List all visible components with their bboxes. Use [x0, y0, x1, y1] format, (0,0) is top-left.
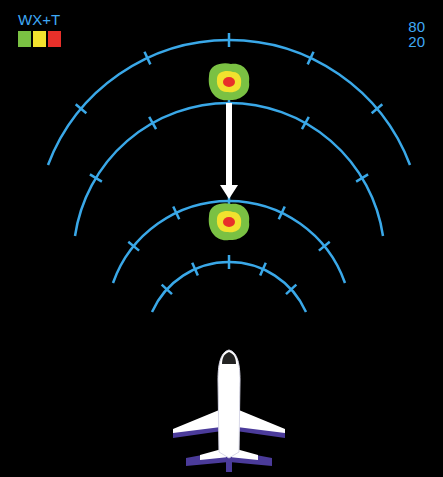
range-tick [228, 255, 231, 269]
range-tick [192, 263, 198, 276]
range-tick [372, 104, 383, 113]
range-tick [356, 174, 368, 181]
range-tick [144, 52, 150, 65]
yellow-swatch [33, 31, 46, 47]
green-swatch [18, 31, 31, 47]
range-tick [308, 52, 314, 65]
range-tick [260, 263, 266, 276]
range-arc [75, 103, 383, 236]
weather-cell [209, 203, 250, 240]
movement-arrow [220, 103, 238, 199]
mode-label: WX+T [18, 12, 60, 27]
weather-cell [209, 63, 250, 100]
range-arcs [48, 33, 410, 312]
range-tick [128, 242, 139, 251]
range-tick [76, 104, 87, 113]
range-tick [286, 285, 296, 294]
airplane [173, 350, 285, 472]
range-tick [279, 207, 285, 220]
range-number: 80 [408, 19, 425, 34]
range-tick [228, 33, 231, 47]
range-arc [113, 201, 345, 283]
range-tick [149, 117, 156, 129]
range-tick [302, 117, 309, 129]
range-arc [152, 262, 306, 312]
range-tick [173, 207, 179, 220]
red-swatch [48, 31, 61, 47]
range-tick [162, 285, 172, 294]
range-tick [90, 174, 102, 181]
range-number: 20 [408, 34, 425, 49]
range-tick [319, 242, 330, 251]
